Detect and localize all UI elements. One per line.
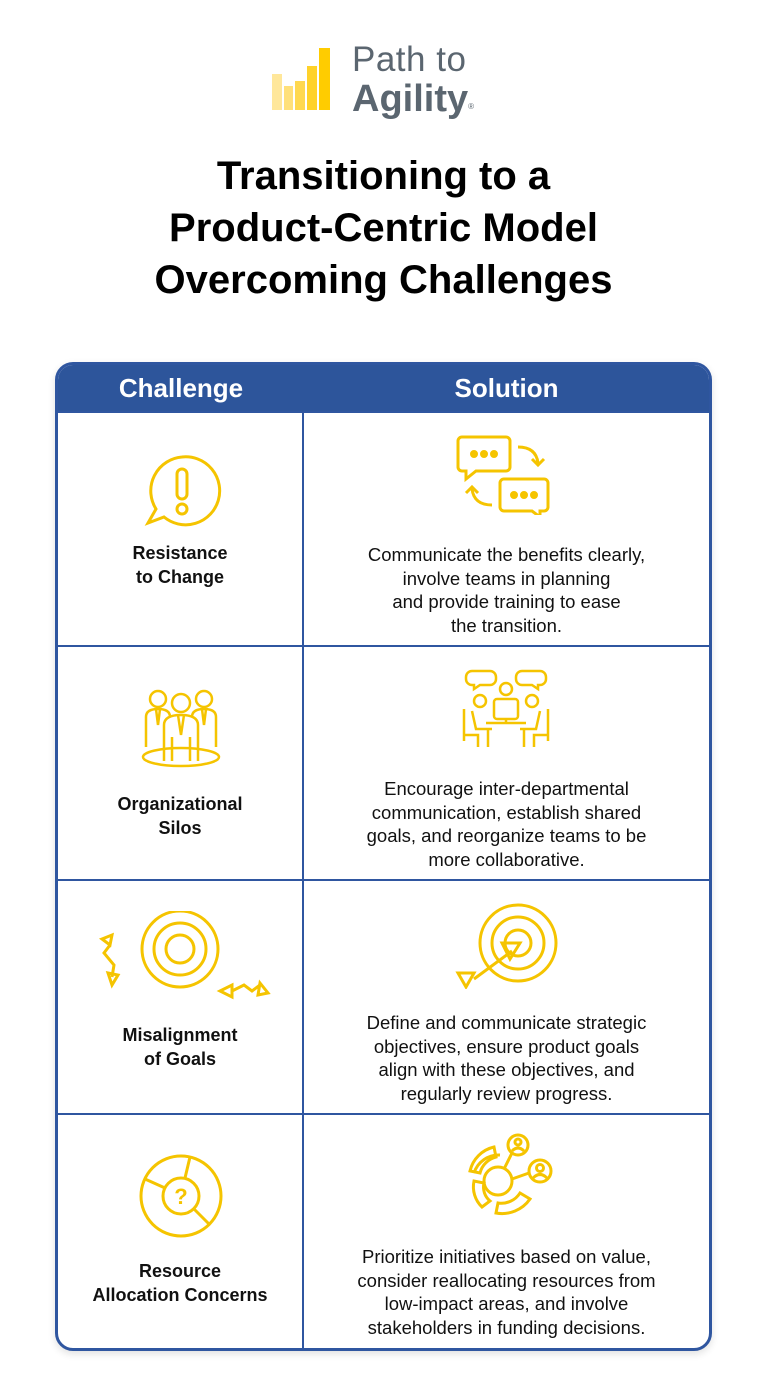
solution-text: Encourage inter-departmental communicati… [366, 778, 647, 870]
solution-cell: Communicate the benefits clearly, involv… [304, 413, 709, 645]
table-row: ? Resource Allocation Concerns Prioritiz… [58, 1115, 709, 1348]
svg-text:?: ? [174, 1184, 187, 1209]
header-solution: Solution [454, 372, 559, 403]
challenge-label: Organizational Silos [117, 794, 243, 838]
logo-text-path-to: Path to [352, 40, 467, 79]
header-challenge: Challenge [118, 372, 244, 403]
pie-question-icon: ? [139, 1154, 223, 1238]
target-misaligned-arrows-icon [98, 911, 271, 1000]
challenge-cell: Resistance to Change [58, 413, 304, 645]
meeting-table-icon [462, 669, 550, 747]
solution-cell: Prioritize initiatives based on value, c… [304, 1115, 709, 1348]
solution-text: Communicate the benefits clearly, involv… [367, 544, 646, 636]
challenge-cell: Misalignment of Goals [58, 881, 304, 1113]
challenges-table: Challenge Solution Resistance to Change [55, 362, 712, 1351]
challenge-cell: ? Resource Allocation Concerns [58, 1115, 304, 1348]
solution-text: Define and communicate strategic objecti… [366, 1012, 647, 1104]
solution-cell: Encourage inter-departmental communicati… [304, 647, 709, 879]
solution-text: Prioritize initiatives based on value, c… [357, 1246, 656, 1338]
bar-chart-logo-icon [272, 48, 330, 110]
chat-exchange-icon [456, 435, 550, 515]
path-to-agility-logo: Path to Agility® [272, 40, 502, 124]
table-header: Challenge Solution [58, 365, 709, 413]
title-highlight: Overcoming Challenges [150, 254, 617, 312]
challenge-cell: Organizational Silos [58, 647, 304, 879]
title-line-2: Product-Centric Model [169, 206, 598, 250]
resource-network-icon [468, 1133, 553, 1216]
solution-cell: Define and communicate strategic objecti… [304, 881, 709, 1113]
target-arrow-icon [455, 903, 558, 989]
speech-bubble-exclamation-icon [144, 455, 222, 527]
challenge-label: Resistance to Change [132, 543, 228, 587]
logo-text-agility: Agility® [352, 78, 475, 120]
challenge-label: Resource Allocation Concerns [92, 1261, 268, 1305]
registered-mark: ® [468, 102, 475, 111]
challenge-label: Misalignment of Goals [122, 1025, 238, 1069]
table-row: Organizational Silos Encourage inter-dep… [58, 647, 709, 881]
title-line-3: Overcoming Challenges [154, 258, 613, 302]
page-title: Transitioning to a Product-Centric Model… [0, 150, 767, 312]
table-row: Misalignment of Goals Define and communi… [58, 881, 709, 1115]
table-row: Resistance to Change Communicate the ben… [58, 413, 709, 647]
title-line-1: Transitioning to a [216, 154, 551, 198]
team-group-icon [141, 689, 221, 768]
